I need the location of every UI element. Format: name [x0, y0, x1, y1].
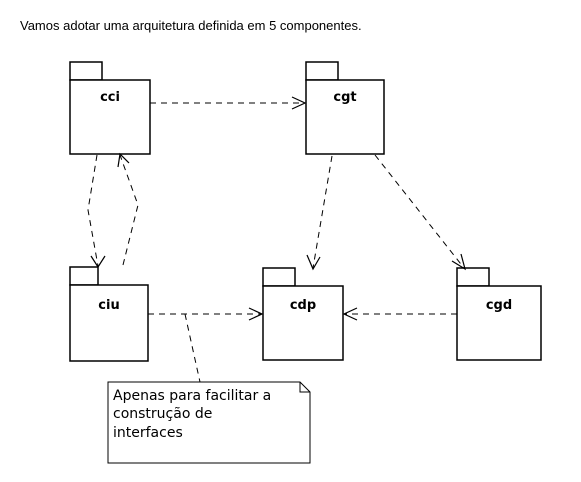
dependency-line: [312, 155, 333, 269]
package-ciu-label: ciu: [98, 298, 119, 313]
diagram-caption: Vamos adotar uma arquitetura definida em…: [20, 18, 362, 33]
package-ciu[interactable]: ciu: [69, 266, 149, 362]
arrowhead-icon: [306, 254, 321, 271]
package-cgt-label: cgt: [333, 90, 356, 105]
arrowhead-icon: [117, 152, 130, 168]
package-cgt[interactable]: cgt: [305, 61, 385, 155]
dependency-line: [87, 154, 99, 267]
dependency-cci-ciu: [87, 154, 106, 269]
note-line-2: construção de: [113, 406, 212, 422]
dependency-line: [119, 154, 139, 266]
dependency-line: [374, 154, 465, 269]
package-cgt-tab: [305, 61, 339, 81]
dependency-cgd-cdp: [342, 307, 457, 321]
package-cci-label: cci: [100, 90, 120, 105]
note-shape: [107, 381, 311, 464]
package-cgd-label: cgd: [486, 298, 512, 313]
arrowhead-icon: [248, 307, 264, 321]
note-box: Apenas para facilitar a construção de in…: [107, 381, 311, 464]
package-cdp[interactable]: cdp: [262, 267, 344, 361]
arrowhead-icon: [451, 253, 466, 271]
package-cdp-body: [262, 285, 344, 361]
package-cci-body: [69, 79, 151, 155]
arrowhead-icon: [90, 255, 106, 269]
package-ciu-tab: [69, 266, 99, 286]
arrowhead-icon: [291, 96, 307, 110]
dependency-ciu-cdp: [148, 307, 264, 321]
package-cgt-body: [305, 79, 385, 155]
note-line-3: interfaces: [113, 425, 183, 441]
package-ciu-body: [69, 284, 149, 362]
dependency-cci-cgt: [150, 96, 307, 110]
dependency-ciu-cci: [117, 152, 139, 266]
note-line-1: Apenas para facilitar a: [113, 388, 271, 404]
package-cgd[interactable]: cgd: [456, 267, 542, 361]
note-anchor-line: [184, 313, 201, 383]
package-cdp-tab: [262, 267, 296, 287]
package-cdp-label: cdp: [290, 298, 316, 313]
package-cci[interactable]: cci: [69, 61, 151, 155]
dependency-cgt-cdp: [306, 155, 333, 271]
package-cgd-tab: [456, 267, 490, 287]
package-cgd-body: [456, 285, 542, 361]
arrowhead-icon: [342, 307, 358, 321]
dependency-cgt-cgd: [374, 154, 466, 271]
note-fold-icon: [299, 382, 310, 393]
package-cci-tab: [69, 61, 103, 81]
